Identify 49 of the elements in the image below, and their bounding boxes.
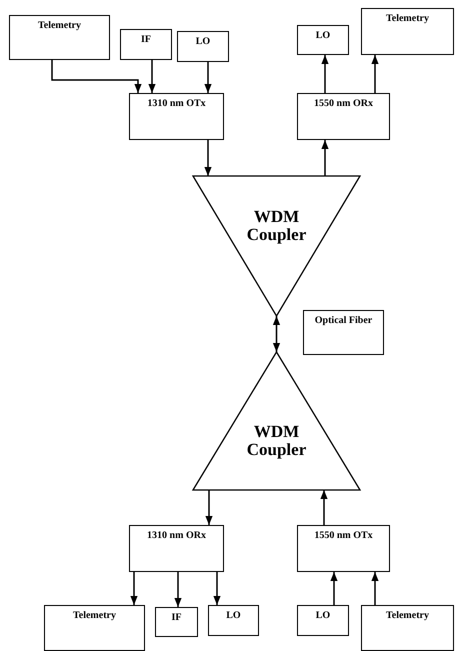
block-label: LO — [194, 35, 212, 48]
arrow — [321, 55, 329, 93]
block-label: LO — [314, 609, 332, 622]
coupler-triangle — [193, 352, 360, 490]
block-box — [129, 93, 224, 140]
block-label: 1550 nm ORx — [313, 97, 374, 110]
block-box — [120, 29, 172, 60]
block-box — [303, 310, 384, 355]
coupler-triangle — [193, 176, 360, 316]
block-label: 1550 nm OTx — [313, 529, 374, 542]
block-label: Telemetry — [37, 19, 82, 32]
arrow — [205, 490, 213, 525]
block-label: 1310 nm OTx — [146, 97, 207, 110]
arrow — [148, 60, 156, 93]
arrow — [321, 140, 329, 176]
block-box — [155, 607, 198, 637]
block-box — [129, 525, 224, 572]
arrow — [174, 572, 182, 607]
block-label: LO — [225, 609, 242, 622]
block-label: WDM Coupler — [246, 208, 308, 244]
block-box — [361, 8, 454, 55]
block-box — [44, 605, 145, 651]
block-label: IF — [170, 611, 182, 624]
arrow — [320, 490, 328, 525]
block-label: Optical Fiber — [314, 314, 374, 327]
block-label: 1310 nm ORx — [146, 529, 207, 542]
arrow — [130, 572, 138, 605]
block-label: Telemetry — [385, 12, 430, 25]
arrow — [330, 572, 338, 605]
block-box — [177, 31, 229, 62]
block-box — [361, 605, 454, 651]
block-label: WDM Coupler — [246, 423, 308, 459]
block-box — [208, 605, 259, 636]
block-box — [297, 605, 349, 636]
block-box — [297, 525, 390, 572]
block-box — [9, 15, 110, 60]
arrow — [272, 316, 280, 352]
arrow — [204, 62, 212, 93]
arrow — [371, 55, 379, 93]
block-box — [297, 93, 390, 140]
arrow — [213, 572, 221, 605]
block-box — [297, 25, 349, 55]
block-label: IF — [140, 33, 152, 46]
arrow — [204, 140, 212, 176]
block-label: LO — [314, 29, 332, 42]
block-label: Telemetry — [72, 609, 117, 622]
arrow — [51, 60, 142, 93]
arrow — [371, 572, 379, 605]
block-label: Telemetry — [385, 609, 430, 622]
